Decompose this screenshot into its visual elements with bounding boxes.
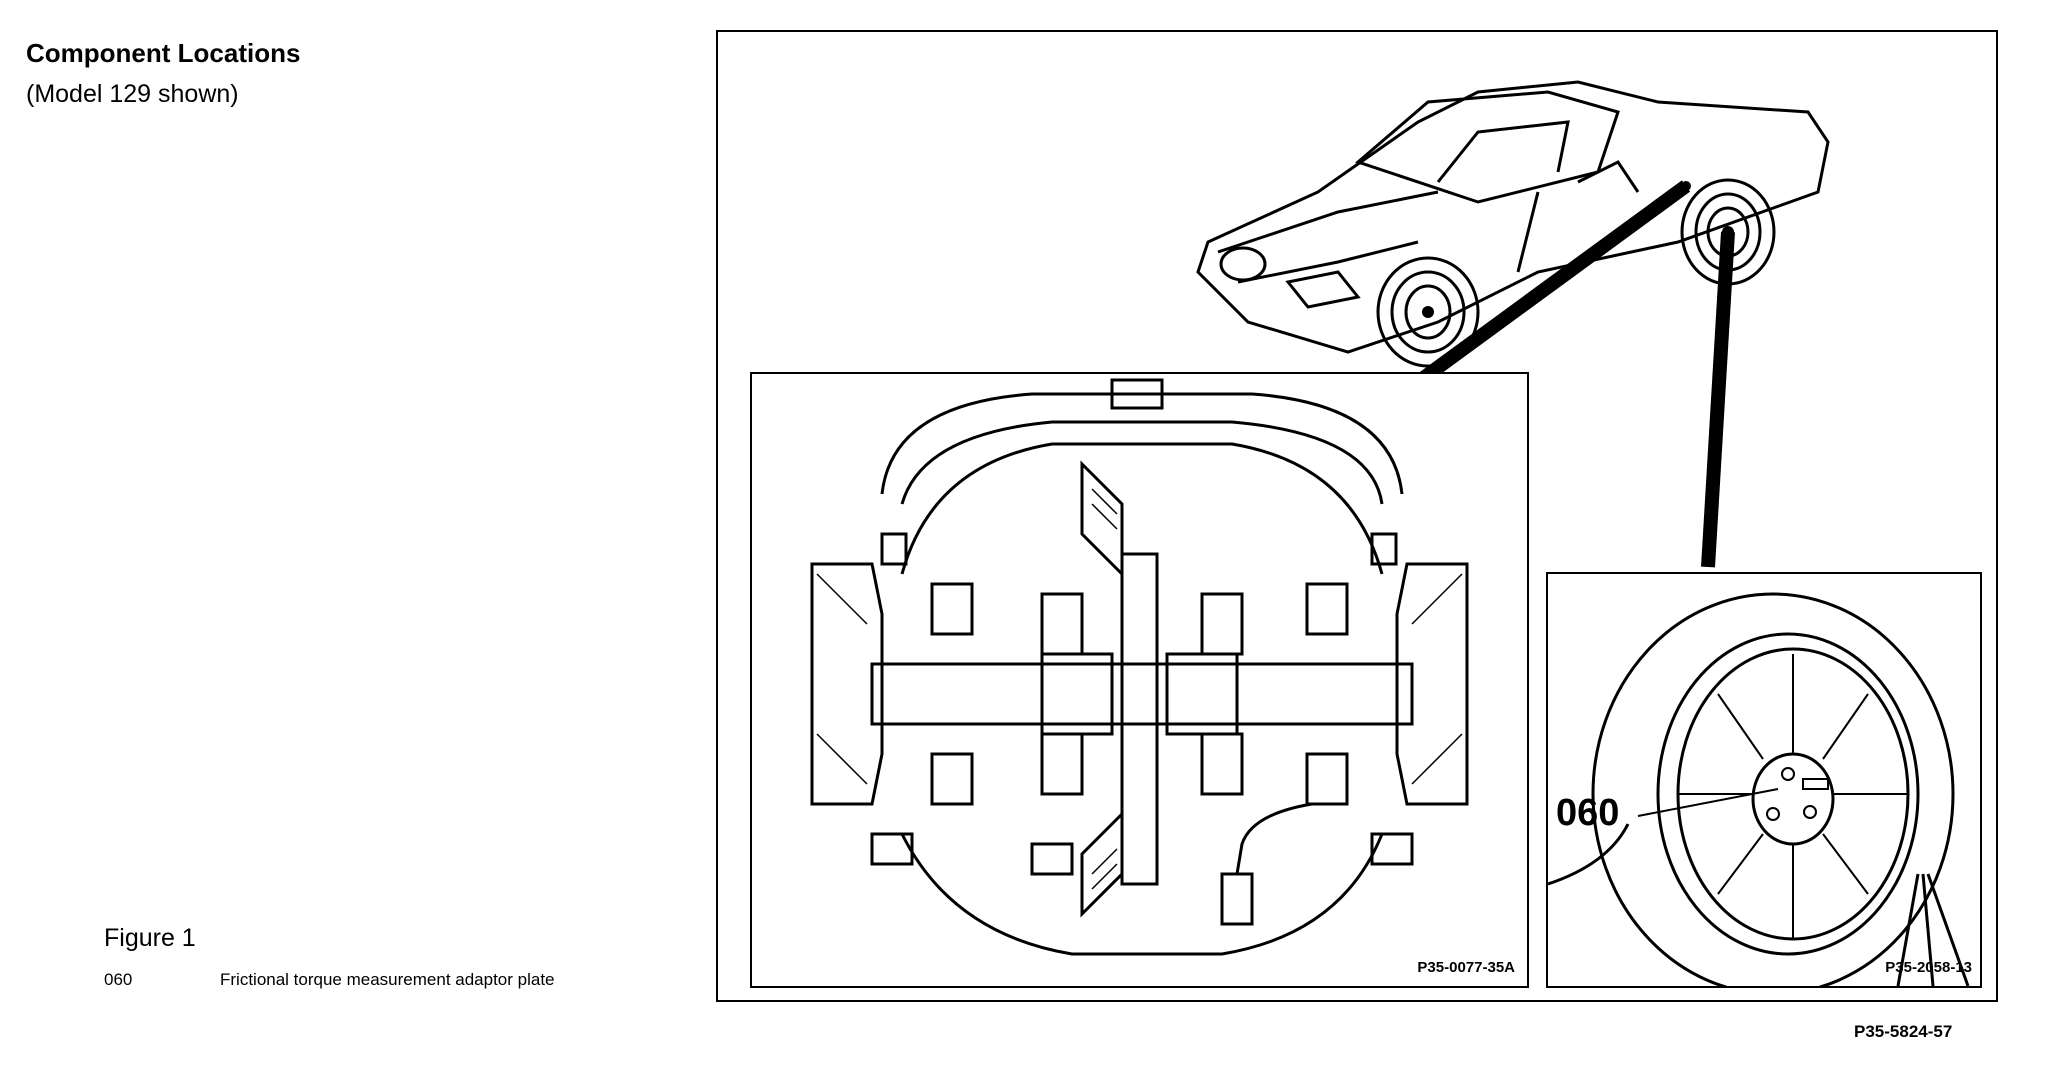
part-callout-060: 060	[1556, 792, 1620, 834]
legend-code: 060	[104, 970, 133, 989]
figure-label: Figure 1	[104, 924, 196, 952]
page-title: Component Locations	[26, 38, 301, 68]
differential-panel: P35-0077-35A	[750, 372, 1529, 988]
wheel-ref-label: P35-2058-13	[1885, 959, 1972, 976]
wheel-panel: 060 P35-2058-13	[1546, 572, 1982, 988]
legend-description: Frictional torque measurement adaptor pl…	[220, 970, 555, 989]
differential-cross-section	[810, 378, 1469, 956]
figure-ref-label: P35-5824-57	[1854, 1022, 1953, 1041]
car-illustration	[1196, 80, 1830, 568]
page-subtitle: (Model 129 shown)	[26, 80, 239, 108]
legend-item: 060 Frictional torque measurement adapto…	[104, 970, 555, 990]
differential-ref-label: P35-0077-35A	[1417, 959, 1515, 976]
wheel-closeup	[1548, 592, 1970, 986]
